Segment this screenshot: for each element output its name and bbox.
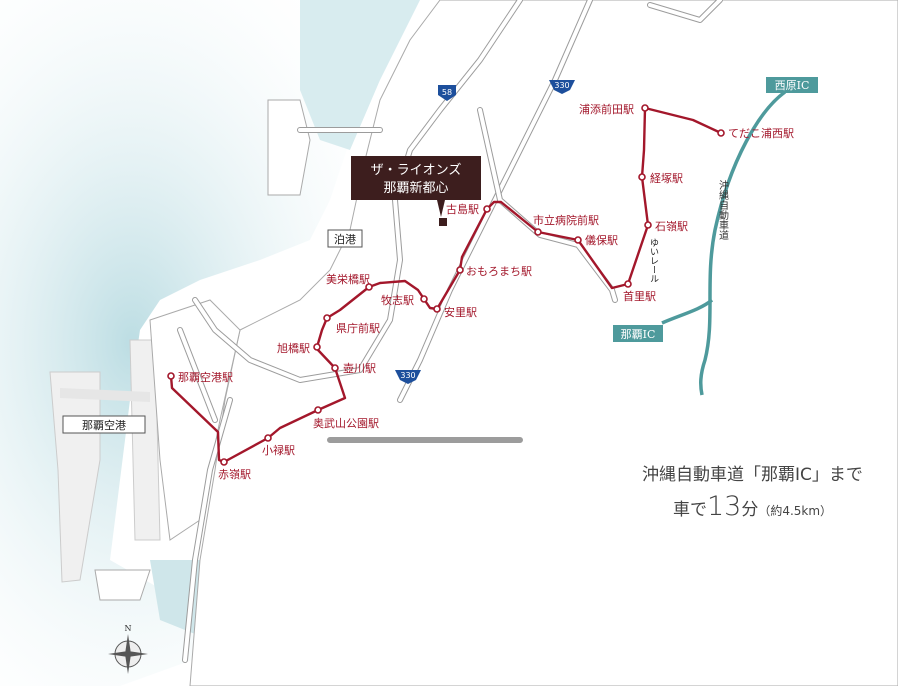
drive-distance: （約4.5km） xyxy=(758,504,833,518)
station-label: 牧志駅 xyxy=(381,293,414,307)
svg-text:58: 58 xyxy=(442,88,452,97)
station-label: 市立病院前駅 xyxy=(533,213,599,227)
svg-text:那覇空港: 那覇空港 xyxy=(82,418,126,432)
drive-time-line1: 沖縄自動車道「那覇IC」まで xyxy=(642,465,863,485)
station-label: 浦添前田駅 xyxy=(579,102,634,116)
drive-time-line2: 車で13分（約4.5km） xyxy=(600,491,898,522)
svg-text:泊港: 泊港 xyxy=(334,233,356,246)
svg-text:西原IC: 西原IC xyxy=(775,79,810,92)
route-shield-330: 330 xyxy=(395,370,421,384)
route-shield-330: 330 xyxy=(549,80,575,94)
station-label: 奥武山公園駅 xyxy=(313,416,379,430)
drive-time-info: 沖縄自動車道「那覇IC」まで 車で13分（約4.5km） xyxy=(600,460,898,522)
label-nishihara-ic: 西原IC xyxy=(766,77,818,93)
svg-text:330: 330 xyxy=(554,81,569,90)
expressway-label: 沖縄自動車道 xyxy=(717,179,729,240)
station-label: 那覇空港駅 xyxy=(178,370,233,384)
station-label: 旭橋駅 xyxy=(277,341,310,355)
compass-rose-icon: N xyxy=(108,624,148,674)
station-label: 壺川駅 xyxy=(343,362,376,375)
stations: 那覇空港駅 赤嶺駅 小禄駅 奥武山公園駅 壺川駅 旭橋駅 県庁前駅 美栄橋駅 牧… xyxy=(167,102,794,481)
property-name-line2: 那覇新都心 xyxy=(383,180,448,196)
station-label: 安里駅 xyxy=(444,305,477,319)
label-airport: 那覇空港 xyxy=(62,415,146,434)
station-label: 古島駅 xyxy=(446,202,479,216)
property-marker: ザ・ライオンズ 那覇新都心 xyxy=(351,156,481,226)
drive-prefix: 車で xyxy=(672,500,707,520)
station-label: てだこ浦西駅 xyxy=(728,127,794,140)
roads xyxy=(177,0,723,663)
station-label: おもろまち駅 xyxy=(466,265,532,278)
property-name-line1: ザ・ライオンズ xyxy=(371,162,462,178)
station-label: 石嶺駅 xyxy=(655,220,688,233)
station-label: 経塚駅 xyxy=(650,172,683,185)
svg-text:330: 330 xyxy=(400,371,415,380)
svg-text:那覇IC: 那覇IC xyxy=(621,328,656,341)
station-label: 美栄橋駅 xyxy=(326,272,370,286)
label-port: 泊港 xyxy=(327,229,363,248)
svg-text:N: N xyxy=(125,624,132,633)
monorail-label: ゆいレール xyxy=(648,238,659,283)
label-naha-ic: 那覇IC xyxy=(613,325,663,342)
drive-unit: 分 xyxy=(741,500,759,520)
station-label: 首里駅 xyxy=(623,289,656,303)
route-shield-58: 58 xyxy=(438,85,456,101)
station-label: 小禄駅 xyxy=(262,443,295,457)
station-label: 赤嶺駅 xyxy=(218,468,251,481)
drive-minutes: 13 xyxy=(706,491,742,522)
station-label: 儀保駅 xyxy=(585,233,618,247)
expressway: 沖縄自動車道 xyxy=(661,90,787,396)
station-label: 県庁前駅 xyxy=(336,321,380,335)
